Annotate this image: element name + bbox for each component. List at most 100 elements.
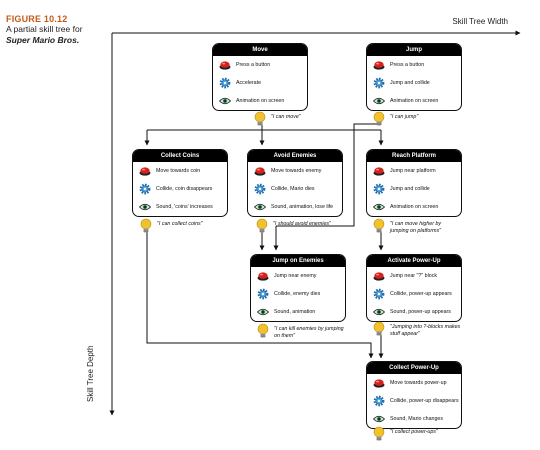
node-jump: Jump Press a button Jump and collide Ani… [366,43,462,111]
goal-text: "Jumping into ?-blocks makes stuff appea… [390,324,461,337]
input-row: Jump near "?" block [367,267,461,285]
red-button-icon [254,165,266,177]
input-text: Move towards coin [156,167,201,174]
red-button-icon [373,165,385,177]
mechanic-row: Collide, enemy dies [251,285,345,303]
feedback-row: Sound, Mario changes [367,410,461,428]
feedback-row: Sound, 'coins' increases [133,198,227,216]
goal-avoid-enemies: "I should avoid enemies" [256,218,386,235]
mechanic-text: Collide, enemy dies [274,290,321,297]
input-row: Move towards power-up [367,374,461,392]
lightbulb-icon [254,111,266,126]
node-title: Jump on Enemies [251,255,345,267]
feedback-row: Sound, animation [251,303,345,321]
gear-icon [373,288,385,300]
gear-icon [373,183,385,195]
input-text: Move towards enemy [271,167,322,174]
goal-collect-coins: "I can collect coins" [140,218,270,235]
node-title: Avoid Enemies [248,150,342,162]
feedback-text: Sound, animation [274,308,316,315]
input-text: Jump near "?" block [390,272,438,279]
eye-icon [139,201,151,213]
input-text: Move towards power-up [390,379,447,386]
goal-text: "I should avoid enemies" [273,221,331,227]
eye-icon [373,95,385,107]
mechanic-row: Jump and collide [367,74,461,92]
caption-line-1: A partial skill tree for [6,24,83,34]
eye-icon [373,306,385,318]
input-text: Jump near enemy [274,272,317,279]
input-row: Press a button [367,56,461,74]
mechanic-text: Jump and collide [390,185,430,192]
eye-icon [257,306,269,318]
y-axis-label: Skill Tree Depth [86,345,95,402]
node-title: Collect Coins [133,150,227,162]
gear-icon [254,183,266,195]
lightbulb-icon [373,321,385,336]
feedback-row: Sound, animation, lose life [248,198,342,216]
mechanic-text: Collide, Mario dies [271,185,315,192]
input-text: Jump near platform [390,167,436,174]
node-title: Reach Platform [367,150,461,162]
goal-jump-on-enemies: "I can kill enemies by jumping on them" [257,323,387,340]
mechanic-row: Collide, power-up appears [367,285,461,303]
input-row: Jump near platform [367,162,461,180]
lightbulb-icon [373,426,385,441]
red-button-icon [219,59,231,71]
input-text: Press a button [390,61,425,68]
gear-icon [219,77,231,89]
red-button-icon [257,270,269,282]
feedback-row: Animation on screen [367,92,461,110]
goal-text: "I can jump" [390,114,419,120]
mechanic-row: Jump and collide [367,180,461,198]
red-button-icon [373,59,385,71]
input-text: Press a button [236,61,271,68]
lightbulb-icon [373,218,385,233]
feedback-row: Animation on screen [213,92,307,110]
feedback-text: Animation on screen [390,203,439,210]
node-collect-coins: Collect Coins Move towards coin Collide,… [132,149,228,217]
lightbulb-icon [140,218,152,233]
mechanic-row: Collide, power-up disappears [367,392,461,410]
node-move: Move Press a button Accelerate Animation… [212,43,308,111]
goal-text: "I collect power-ups" [390,429,438,435]
lightbulb-icon [257,323,269,338]
gear-icon [373,77,385,89]
node-activate-powerup: Activate Power-Up Jump near "?" block Co… [366,254,462,322]
feedback-row: Animation on screen [367,198,461,216]
goal-collect-powerup: "I collect power-ups" [373,426,503,443]
eye-icon [373,201,385,213]
node-title: Move [213,44,307,56]
eye-icon [219,95,231,107]
x-axis-label: Skill Tree Width [452,17,508,26]
node-reach-platform: Reach Platform Jump near platform Jump a… [366,149,462,217]
goal-jump: "I can jump" [373,111,503,128]
input-row: Jump near enemy [251,267,345,285]
feedback-text: Sound, Mario changes [390,415,444,422]
input-row: Move towards coin [133,162,227,180]
goal-text: "I can collect coins" [157,221,203,227]
goal-text: "I can move higher by jumping on platfor… [390,221,442,234]
goal-text: "I can move" [271,114,301,120]
eye-icon [254,201,266,213]
node-title: Jump [367,44,461,56]
node-title: Collect Power-Up [367,362,461,374]
lightbulb-icon [256,218,268,233]
feedback-text: Animation on screen [236,97,285,104]
node-avoid-enemies: Avoid Enemies Move towards enemy Collide… [247,149,343,217]
mechanic-row: Accelerate [213,74,307,92]
mechanic-row: Collide, coin disappears [133,180,227,198]
input-row: Press a button [213,56,307,74]
red-button-icon [139,165,151,177]
feedback-text: Sound, power-up appears [390,308,451,315]
input-row: Move towards enemy [248,162,342,180]
goal-activate-powerup: "Jumping into ?-blocks makes stuff appea… [373,321,503,338]
node-title: Activate Power-Up [367,255,461,267]
red-button-icon [373,270,385,282]
mechanic-text: Collide, power-up appears [390,290,452,297]
mechanic-text: Collide, power-up disappears [390,397,459,404]
goal-reach-platform: "I can move higher by jumping on platfor… [373,218,503,235]
node-collect-powerup: Collect Power-Up Move towards power-up C… [366,361,462,429]
mechanic-row: Collide, Mario dies [248,180,342,198]
mechanic-text: Accelerate [236,79,262,86]
